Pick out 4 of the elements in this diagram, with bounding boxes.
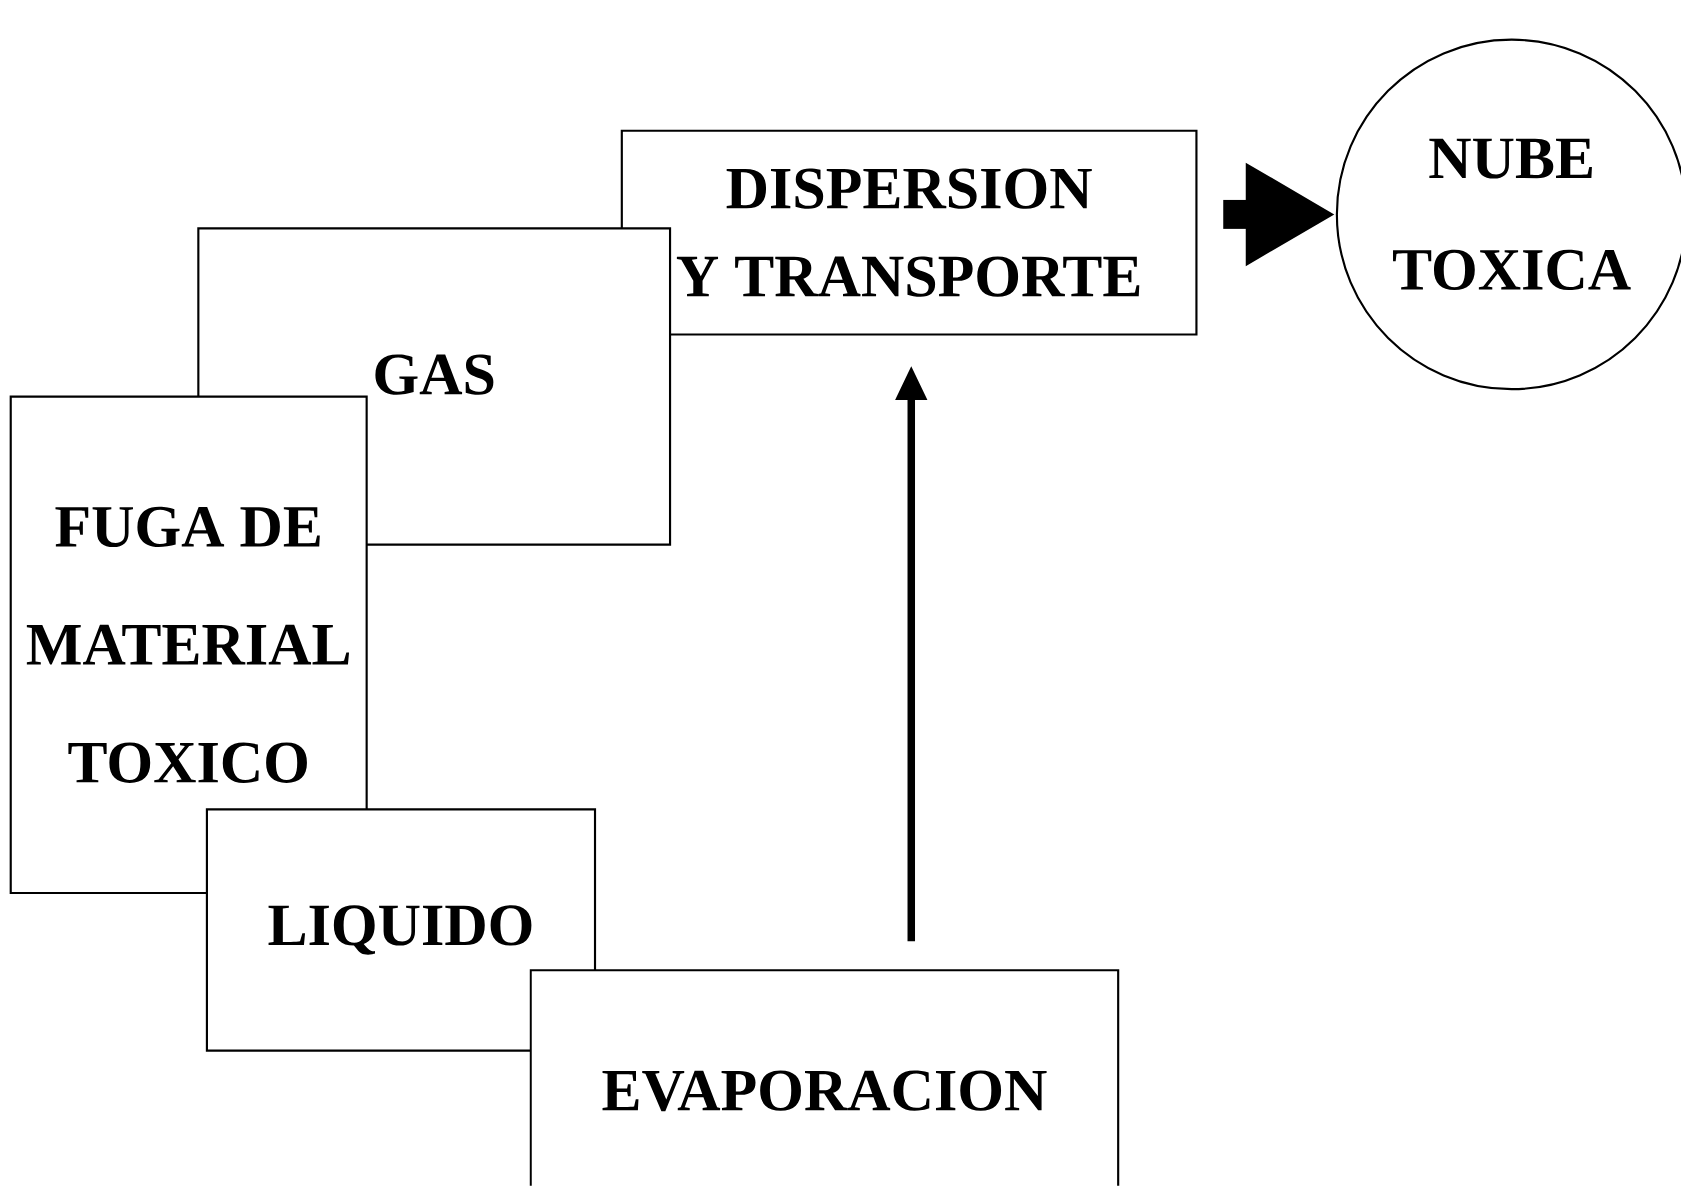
- process-box: LIQUIDO: [205, 808, 597, 1052]
- process-box: FUGA DE MATERIAL TOXICO: [9, 395, 368, 895]
- process-box: EVAPORACION: [529, 969, 1120, 1186]
- process-box: DISPERSION Y TRANSPORTE: [620, 129, 1198, 336]
